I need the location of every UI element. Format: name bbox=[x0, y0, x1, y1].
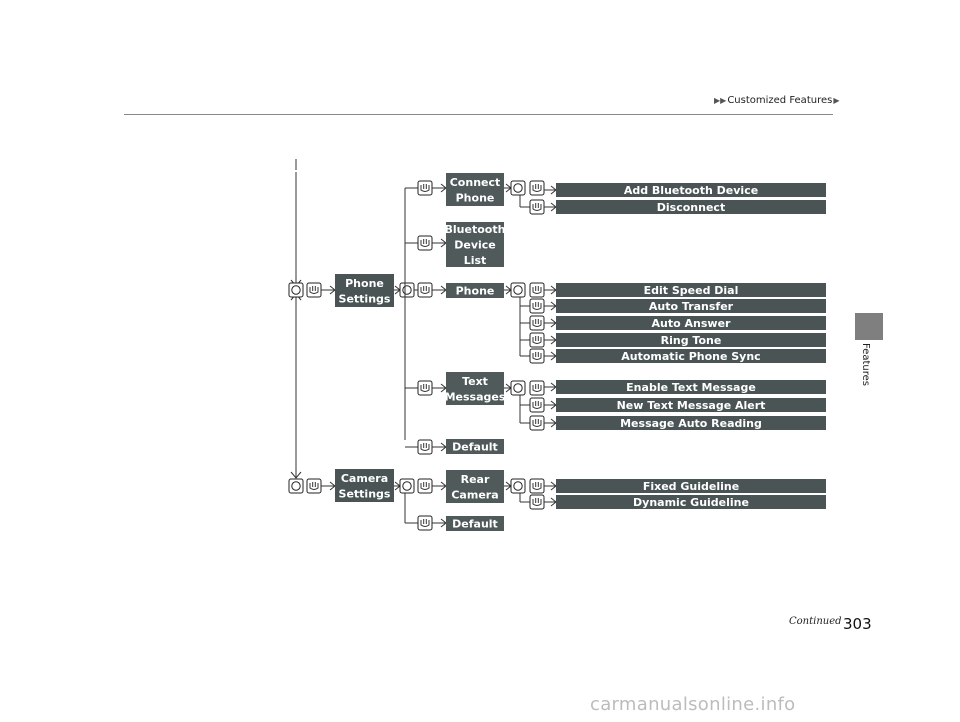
node-default-camera bbox=[446, 516, 504, 531]
interface-dial-icon bbox=[510, 282, 526, 298]
interface-dial-icon bbox=[399, 282, 415, 298]
node-phone-label: Phone bbox=[456, 285, 495, 298]
leaf-option bbox=[556, 380, 826, 394]
leaf-option bbox=[556, 200, 826, 214]
interface-dial-icon bbox=[510, 180, 526, 196]
node-phone-settings-label: Phone bbox=[345, 277, 384, 290]
leaf-option-label: Automatic Phone Sync bbox=[621, 350, 760, 363]
select-press-icon bbox=[529, 478, 545, 494]
select-press-icon bbox=[417, 282, 433, 298]
leaf-option-label: Ring Tone bbox=[661, 334, 722, 347]
select-press-icon bbox=[417, 380, 433, 396]
leaf-option-label: Message Auto Reading bbox=[620, 417, 762, 430]
leaf-option-label: Auto Answer bbox=[652, 317, 732, 330]
leaf-option bbox=[556, 183, 826, 197]
node-rear-camera-label: Rear bbox=[461, 473, 490, 486]
section-tab bbox=[855, 313, 883, 340]
watermark: carmanualsonline.info bbox=[590, 694, 796, 715]
node-bluetooth-device-list-label: List bbox=[464, 254, 487, 267]
arrow-head bbox=[290, 471, 302, 479]
node-phone-settings bbox=[335, 274, 394, 307]
section-label: Features bbox=[860, 343, 871, 386]
select-press-icon bbox=[529, 494, 545, 510]
node-bluetooth-device-list bbox=[446, 222, 504, 267]
select-press-icon bbox=[529, 180, 545, 196]
node-default-label: Default bbox=[452, 441, 498, 454]
leaf-option bbox=[556, 398, 826, 412]
leaf-option-label: Disconnect bbox=[657, 201, 725, 214]
node-bluetooth-device-list-label: Bluetooth bbox=[445, 223, 506, 236]
node-phone-settings-label: Settings bbox=[339, 292, 391, 305]
node-default bbox=[446, 439, 504, 454]
select-press-icon bbox=[529, 315, 545, 331]
select-press-icon bbox=[306, 478, 322, 494]
node-camera-settings-label: Camera bbox=[341, 472, 388, 485]
leaf-option-label: Dynamic Guideline bbox=[633, 496, 749, 509]
select-press-icon bbox=[529, 199, 545, 215]
select-press-icon bbox=[529, 415, 545, 431]
node-phone bbox=[446, 283, 504, 298]
leaf-option-label: New Text Message Alert bbox=[617, 399, 766, 412]
select-press-icon bbox=[417, 515, 433, 531]
select-press-icon bbox=[529, 397, 545, 413]
leaf-option bbox=[556, 349, 826, 363]
select-press-icon bbox=[417, 439, 433, 455]
leaf-option-label: Add Bluetooth Device bbox=[624, 184, 758, 197]
select-press-icon bbox=[417, 235, 433, 251]
leaf-option-label: Auto Transfer bbox=[649, 300, 734, 313]
page-number: 303 bbox=[843, 615, 872, 633]
select-press-icon bbox=[529, 348, 545, 364]
select-press-icon bbox=[529, 380, 545, 396]
interface-dial-icon bbox=[510, 478, 526, 494]
node-default-camera-label: Default bbox=[452, 518, 498, 531]
interface-dial-icon bbox=[510, 380, 526, 396]
leaf-option-label: Fixed Guideline bbox=[643, 480, 739, 493]
node-connect-phone-label: Connect bbox=[450, 176, 501, 189]
interface-dial-icon bbox=[288, 478, 304, 494]
leaf-option bbox=[556, 495, 826, 509]
node-text-messages-label: Text bbox=[462, 375, 488, 388]
select-press-icon bbox=[529, 298, 545, 314]
breadcrumb-label: Customized Features bbox=[727, 95, 833, 106]
leaf-option bbox=[556, 283, 826, 297]
node-connect-phone-label: Phone bbox=[456, 191, 495, 204]
select-press-icon bbox=[417, 180, 433, 196]
leaf-option bbox=[556, 333, 826, 347]
triangle-right-icon: ▶▶ bbox=[714, 96, 727, 105]
leaf-option bbox=[556, 316, 826, 330]
select-press-icon bbox=[529, 282, 545, 298]
select-press-icon bbox=[417, 478, 433, 494]
node-rear-camera-label: Camera bbox=[451, 488, 498, 501]
node-bluetooth-device-list-label: Device bbox=[454, 239, 496, 252]
node-connect-phone bbox=[446, 173, 504, 206]
continued-label: Continued bbox=[789, 616, 842, 627]
select-press-icon bbox=[306, 282, 322, 298]
interface-dial-icon bbox=[288, 282, 304, 298]
leaf-option bbox=[556, 416, 826, 430]
leaf-option bbox=[556, 479, 826, 493]
interface-dial-icon bbox=[399, 478, 415, 494]
node-camera-settings bbox=[335, 469, 394, 502]
node-text-messages-label: Messages bbox=[445, 390, 506, 403]
node-camera-settings-label: Settings bbox=[339, 487, 391, 500]
breadcrumb: ▶▶ Customized Features ▶ bbox=[713, 95, 840, 106]
leaf-option-label: Edit Speed Dial bbox=[644, 284, 739, 297]
leaf-option-label: Enable Text Message bbox=[626, 381, 756, 394]
select-press-icon bbox=[529, 332, 545, 348]
node-text-messages bbox=[446, 372, 504, 405]
triangle-right-icon: ▶ bbox=[833, 96, 840, 105]
node-rear-camera bbox=[446, 470, 504, 503]
leaf-option bbox=[556, 299, 826, 313]
header-divider bbox=[124, 114, 833, 115]
